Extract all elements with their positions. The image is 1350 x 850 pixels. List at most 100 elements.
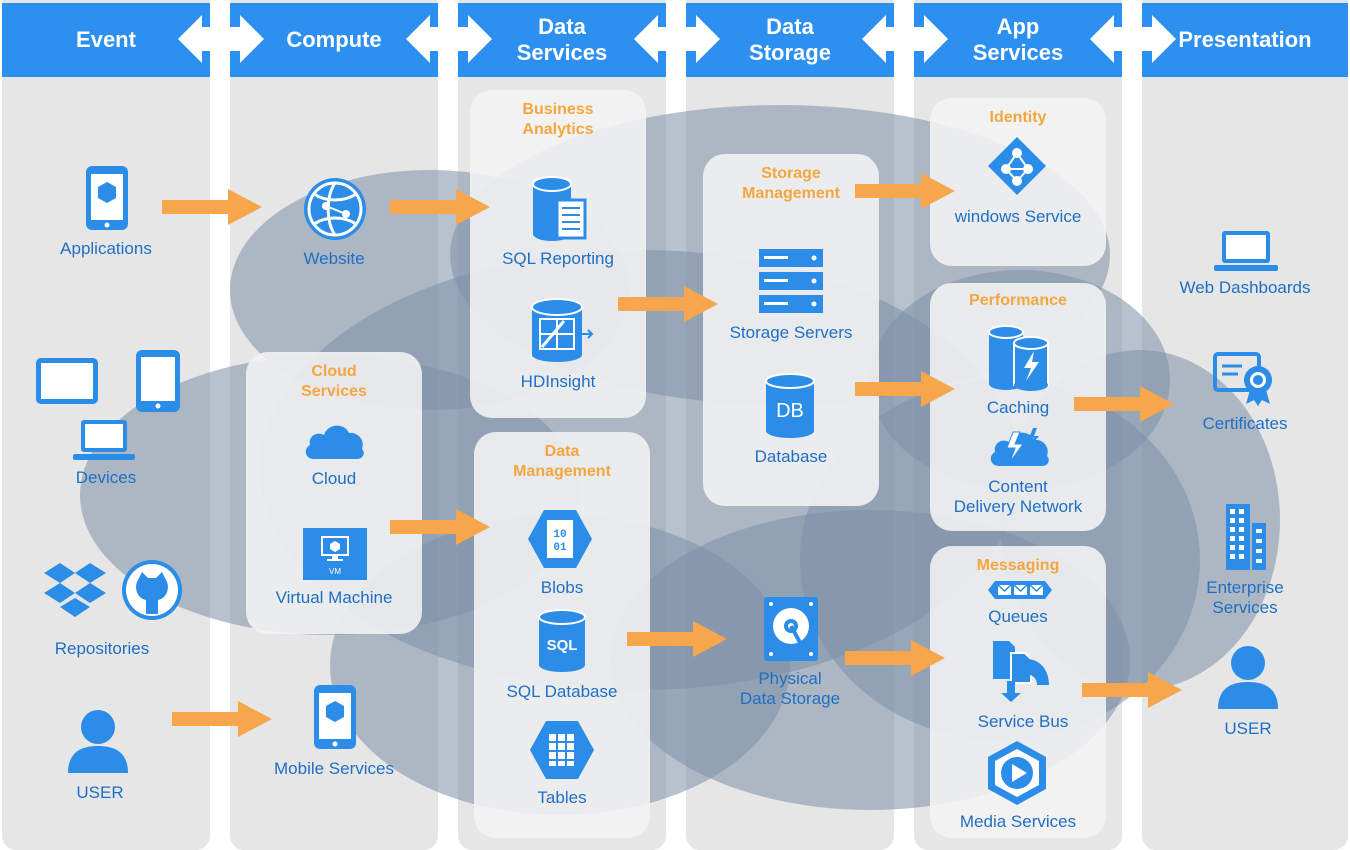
github-icon [122, 560, 182, 620]
double-arrow-icon [1090, 15, 1176, 63]
enterprise-services-line2: Services [1212, 598, 1278, 617]
cloud-icon [305, 425, 364, 459]
presentation-user-label: USER [1224, 719, 1272, 738]
storage-management-title-line1: Storage [761, 165, 821, 182]
database-icon: DB [765, 373, 815, 438]
blobs-label: Blobs [540, 578, 584, 597]
storage-management-title-line2: Management [742, 185, 840, 202]
arrow-database-caching [855, 371, 955, 407]
cloud-services-title-line2: Services [301, 383, 367, 400]
header-data-storage-line2: Storage [749, 40, 831, 65]
double-arrow-icon [862, 15, 948, 63]
hdinsight-icon [531, 298, 594, 362]
header-data-storage-line1: Data [766, 14, 814, 39]
mobile-services-label: Mobile Services [274, 759, 394, 778]
website-label: Website [303, 249, 365, 268]
storage-servers-label: Storage Servers [729, 323, 853, 342]
cdn-label-line1: Content [988, 477, 1048, 496]
caching-icon [988, 325, 1049, 391]
double-arrow-icon [406, 15, 492, 63]
certificates-icon [1213, 352, 1272, 406]
business-analytics-panel [470, 90, 646, 418]
windows-service-label: windows Service [954, 207, 1082, 226]
media-services-icon [988, 741, 1046, 805]
dropbox-icon [44, 563, 106, 617]
double-arrow-icon [178, 15, 264, 63]
virtual-machine-icon: VM [303, 528, 367, 580]
user-icon [68, 710, 128, 773]
mobile-services-icon [314, 685, 356, 749]
caching-label: Caching [986, 398, 1050, 417]
storage-servers-icon [759, 249, 823, 313]
web-dashboards-icon [1214, 231, 1278, 271]
queues-icon [988, 581, 1052, 599]
cloud-label: Cloud [311, 469, 357, 488]
business-analytics-title-line1: Business [522, 101, 594, 118]
phone-icon [136, 350, 180, 412]
header-data-services-line1: Data [538, 14, 586, 39]
virtual-machine-label: Virtual Machine [275, 588, 393, 607]
cdn-icon [990, 428, 1049, 466]
identity-title: Identity [989, 109, 1047, 126]
event-user-label: USER [76, 783, 124, 802]
enterprise-building-icon [1226, 504, 1266, 570]
presentation-user-icon [1218, 646, 1278, 709]
physical-data-storage-icon [764, 597, 818, 661]
arrow-applications-website [162, 189, 262, 225]
arrow-website-sql-reporting [390, 189, 490, 225]
header-event-label: Event [76, 27, 136, 52]
service-bus-icon [993, 641, 1049, 702]
sql-database-label: SQL Database [506, 682, 618, 701]
arrow-service-bus-user [1082, 672, 1182, 708]
business-analytics-title-line2: Analytics [522, 121, 594, 138]
repositories-label: Repositories [54, 639, 150, 658]
media-services-label: Media Services [959, 812, 1077, 831]
cdn-label-line2: Delivery Network [953, 497, 1083, 516]
messaging-title: Messaging [976, 557, 1060, 574]
data-management-title-line1: Data [544, 443, 580, 460]
sql-reporting-label: SQL Reporting [502, 249, 614, 268]
header-event: Event [2, 3, 210, 77]
website-globe-icon [304, 178, 366, 240]
arrow-vm-blobs [390, 509, 490, 545]
vm-tag: VM [329, 567, 341, 576]
arrow-hdinsight-storage [618, 286, 718, 322]
sql-glyph: SQL [547, 637, 578, 654]
header-app-services-line2: Services [972, 40, 1064, 65]
arrow-physical-service-bus [845, 640, 945, 676]
sql-database-icon: SQL [538, 609, 586, 672]
arrow-caching-certificates [1074, 386, 1174, 422]
sql-reporting-icon [532, 176, 587, 241]
cloud-services-panel [246, 352, 422, 634]
header-presentation-label: Presentation [1178, 27, 1312, 52]
certificates-label: Certificates [1202, 414, 1288, 433]
mobile-app-icon [86, 166, 128, 230]
web-dashboards-label: Web Dashboards [1179, 278, 1311, 297]
performance-title: Performance [969, 292, 1067, 309]
double-arrow-icon [634, 15, 720, 63]
tablet-icon [36, 358, 98, 404]
header-app-services-line1: App [996, 14, 1040, 39]
physical-data-storage-line1: Physical [758, 669, 822, 688]
header-data-services-line2: Services [516, 40, 608, 65]
tables-label: Tables [537, 788, 587, 807]
enterprise-services-line1: Enterprise [1206, 578, 1284, 597]
header-presentation: Presentation [1142, 3, 1348, 77]
header-compute-label: Compute [286, 27, 382, 52]
hdinsight-label: HDInsight [520, 372, 596, 391]
data-management-title-line2: Management [513, 463, 611, 480]
tables-icon [530, 721, 594, 779]
arrow-sql-physical [627, 621, 727, 657]
